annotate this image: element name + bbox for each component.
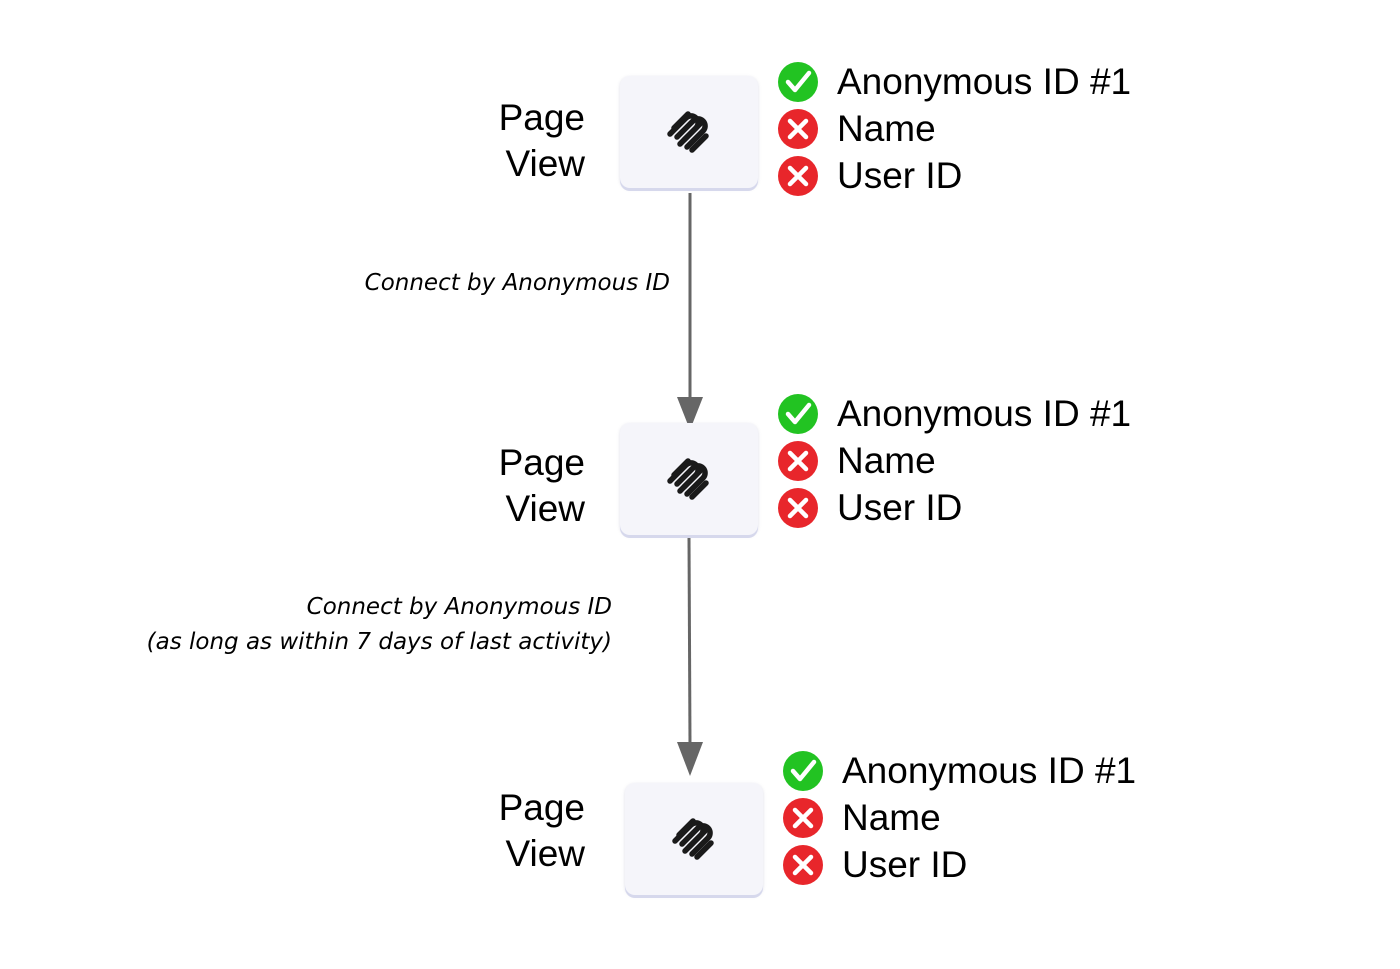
- squarespace-logo-icon: [667, 111, 709, 153]
- squarespace-logo-icon: [667, 458, 709, 500]
- node-2-label-line1: Page: [498, 442, 585, 483]
- attribute-text: Anonymous ID #1: [837, 393, 1132, 434]
- edge-label-1-line1: Connect by Anonymous ID: [364, 270, 670, 296]
- squarespace-logo-icon: [672, 818, 714, 860]
- node-2-box[interactable]: [620, 423, 758, 535]
- red-x-icon: [778, 155, 818, 196]
- attribute-row: User ID: [777, 484, 1197, 531]
- attribute-row: User ID: [782, 841, 1202, 888]
- node-3-label-line2: View: [505, 833, 585, 874]
- attribute-text: Name: [837, 108, 936, 149]
- edge-label-2-line2: (as long as within 7 days of last activi…: [146, 629, 612, 655]
- red-x-icon: [778, 440, 818, 481]
- green-check-icon: [778, 393, 818, 434]
- edge-label-2-line1: Connect by Anonymous ID: [306, 594, 612, 620]
- red-x-icon: [783, 797, 823, 838]
- red-x-icon: [778, 108, 818, 149]
- attribute-row: Name: [777, 105, 1197, 152]
- attribute-text: Anonymous ID #1: [837, 61, 1132, 102]
- edge-label-1: Connect by Anonymous ID: [365, 266, 670, 301]
- node-1-label-line1: Page: [498, 97, 585, 138]
- connector-arrow-1-head: [677, 397, 703, 430]
- node-1-label: Page View: [385, 95, 585, 187]
- connector-arrow-2-head: [677, 742, 703, 776]
- node-2-label-line2: View: [505, 488, 585, 529]
- red-x-icon: [783, 844, 823, 885]
- node-2-label: Page View: [385, 440, 585, 532]
- green-check-icon: [778, 61, 818, 102]
- attribute-row: Anonymous ID #1: [777, 58, 1197, 105]
- attribute-row: Name: [777, 437, 1197, 484]
- red-x-icon: [778, 487, 818, 528]
- node-3-label: Page View: [385, 785, 585, 877]
- attribute-row: Anonymous ID #1: [782, 747, 1202, 794]
- node-3-box[interactable]: [625, 783, 763, 895]
- attribute-text: User ID: [842, 844, 968, 885]
- attribute-row: Name: [782, 794, 1202, 841]
- node-1-box[interactable]: [620, 76, 758, 188]
- attribute-text: User ID: [837, 487, 963, 528]
- attribute-row: User ID: [777, 152, 1197, 199]
- attribute-row: Anonymous ID #1: [777, 390, 1197, 437]
- edge-label-2: Connect by Anonymous ID (as long as with…: [147, 590, 612, 660]
- node-3-attributes: Anonymous ID #1 Name User ID: [782, 747, 1202, 888]
- attribute-text: Name: [837, 440, 936, 481]
- green-check-icon: [783, 750, 823, 791]
- attribute-text: Name: [842, 797, 941, 838]
- node-2-attributes: Anonymous ID #1 Name User ID: [777, 390, 1197, 531]
- node-1-label-line2: View: [505, 143, 585, 184]
- attribute-text: User ID: [837, 155, 963, 196]
- attribute-text: Anonymous ID #1: [842, 750, 1137, 791]
- connector-arrow-2-line: [687, 537, 692, 746]
- node-1-attributes: Anonymous ID #1 Name User ID: [777, 58, 1197, 199]
- node-3-label-line1: Page: [498, 787, 585, 828]
